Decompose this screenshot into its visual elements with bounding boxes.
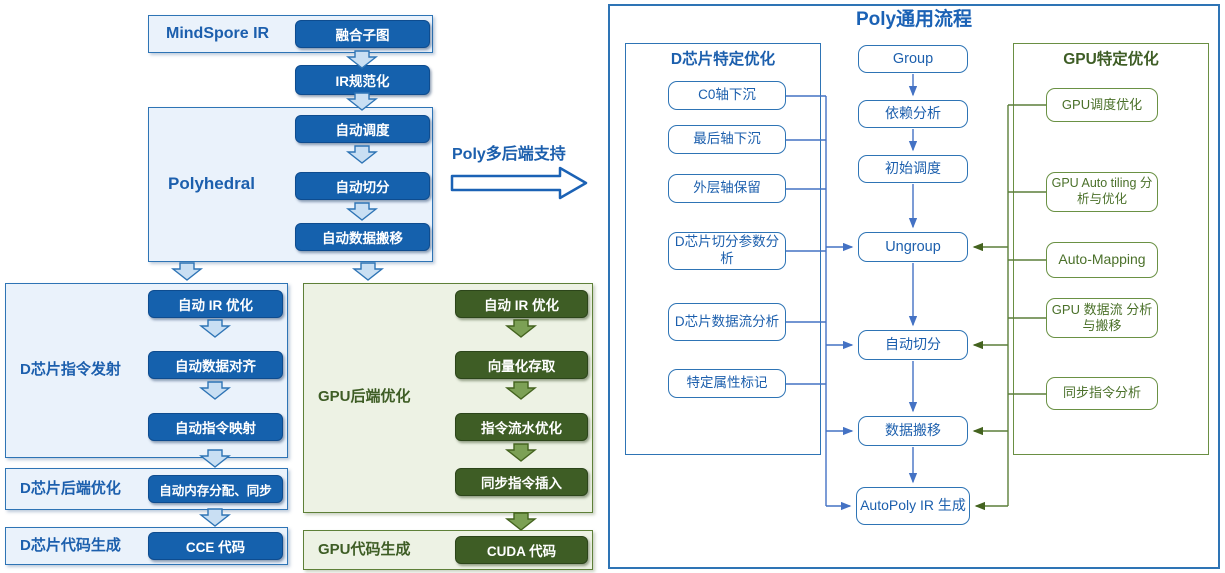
item-auto-mapping: Auto-Mapping	[1046, 242, 1158, 278]
step-gpu-sync-instr-insert: 同步指令插入	[455, 468, 588, 496]
d-specific-opt-title: D芯片特定优化	[670, 51, 776, 68]
mindspore-ir-label: MindSpore IR	[166, 25, 270, 42]
item-specific-attr-mark: 特定属性标记	[668, 369, 786, 398]
node-data-movement: 数据搬移	[858, 416, 968, 446]
step-auto-data-move: 自动数据搬移	[295, 223, 430, 251]
item-outer-axis-keep: 外层轴保留	[668, 174, 786, 203]
step-cuda-code: CUDA 代码	[455, 536, 588, 564]
node-auto-tiling: 自动切分	[858, 330, 968, 360]
d-instr-emit-label: D芯片指令发射	[20, 361, 121, 378]
step-d-auto-instr-map: 自动指令映射	[148, 413, 283, 441]
gpu-specific-opt-title: GPU特定优化	[1063, 51, 1159, 68]
item-last-axis-sink: 最后轴下沉	[668, 125, 786, 154]
node-ungroup: Ungroup	[858, 232, 968, 262]
step-auto-schedule: 自动调度	[295, 115, 430, 143]
item-gpu-auto-tiling-analysis: GPU Auto tiling 分析与优化	[1046, 172, 1158, 212]
poly-common-flow-title: Poly通用流程	[855, 9, 973, 30]
step-gpu-instr-pipeline-opt: 指令流水优化	[455, 413, 588, 441]
node-dependency-analysis: 依赖分析	[858, 100, 968, 128]
item-d-tiling-param-analysis: D芯片切分参数分析	[668, 232, 786, 270]
item-sync-instr-analysis: 同步指令分析	[1046, 377, 1158, 410]
d-codegen-label: D芯片代码生成	[20, 537, 121, 554]
step-d-mem-alloc-sync: 自动内存分配、同步	[148, 475, 283, 503]
node-initial-schedule: 初始调度	[858, 155, 968, 183]
step-cce-code: CCE 代码	[148, 532, 283, 560]
node-autopoly-ir-gen: AutoPoly IR 生成	[856, 487, 970, 525]
step-auto-tiling: 自动切分	[295, 172, 430, 200]
step-d-auto-data-align: 自动数据对齐	[148, 351, 283, 379]
d-backend-opt-label: D芯片后端优化	[20, 480, 121, 497]
gpu-codegen-label: GPU代码生成	[318, 541, 411, 558]
poly-multibackend-label: Poly多后端支持	[452, 146, 566, 163]
step-gpu-vectorized-access: 向量化存取	[455, 351, 588, 379]
item-gpu-schedule-opt: GPU调度优化	[1046, 88, 1158, 122]
gpu-backend-opt-label: GPU后端优化	[318, 388, 411, 405]
step-gpu-auto-ir-opt: 自动 IR 优化	[455, 290, 588, 318]
item-d-dataflow-analysis: D芯片数据流分析	[668, 303, 786, 341]
node-group: Group	[858, 45, 968, 73]
item-c0-axis-sink: C0轴下沉	[668, 81, 786, 110]
step-ir-normalize: IR规范化	[295, 65, 430, 95]
step-fusion-subgraph: 融合子图	[295, 20, 430, 48]
polyhedral-label: Polyhedral	[168, 174, 255, 193]
poly-multibackend-arrow-icon	[450, 166, 588, 200]
item-gpu-dataflow-analysis: GPU 数据流 分析与搬移	[1046, 298, 1158, 338]
step-d-auto-ir-opt: 自动 IR 优化	[148, 290, 283, 318]
